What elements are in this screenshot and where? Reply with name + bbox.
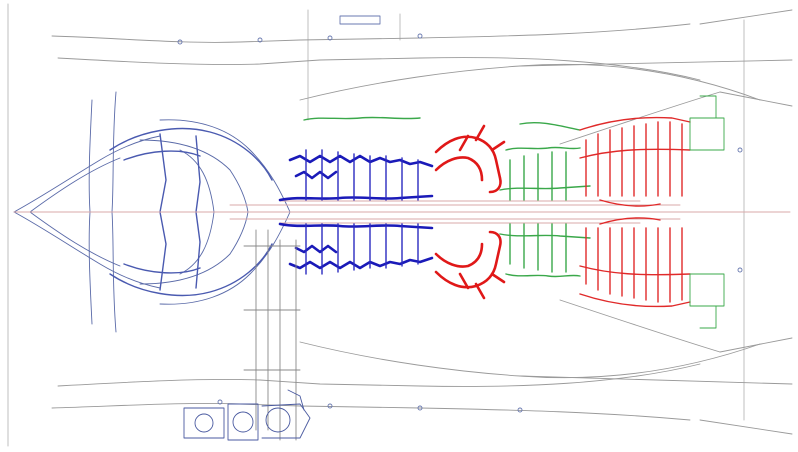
exhaust-frame [689,95,725,329]
high-pressure-turbine [303,116,591,278]
turbine-stage-icon [579,116,691,308]
compressor-stage-icon [278,154,434,270]
combustor-icon [434,124,506,300]
main-shaft [13,200,791,224]
drawing-frame [7,3,745,447]
nacelle-outline [51,9,793,435]
support-struts [243,229,301,441]
gearbox-icon [183,389,311,441]
casing-details [177,15,743,413]
compressor-blades [305,149,419,275]
